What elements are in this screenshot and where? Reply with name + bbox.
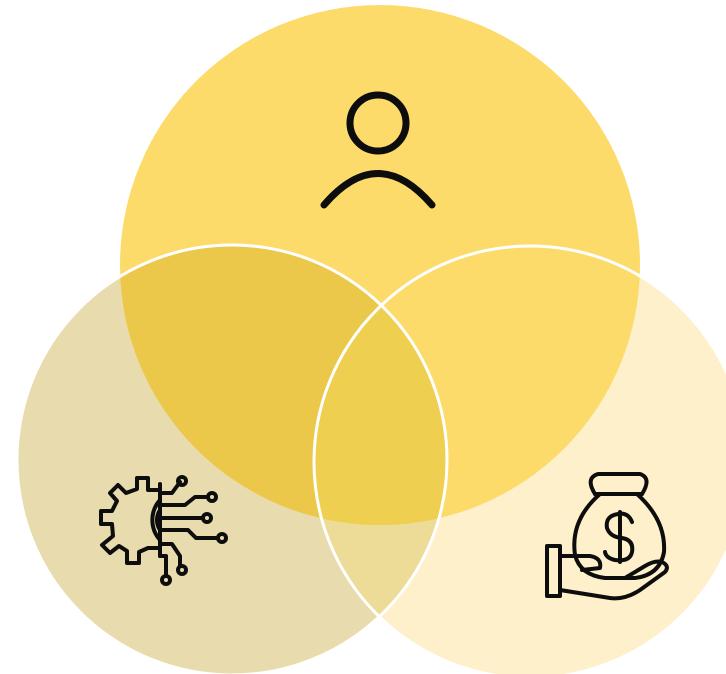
person-icon <box>320 91 436 209</box>
outline-technology <box>15 243 449 674</box>
money-bag-hand-icon <box>545 472 669 601</box>
gear-circuit-icon <box>99 475 228 586</box>
outline-money <box>312 244 726 674</box>
